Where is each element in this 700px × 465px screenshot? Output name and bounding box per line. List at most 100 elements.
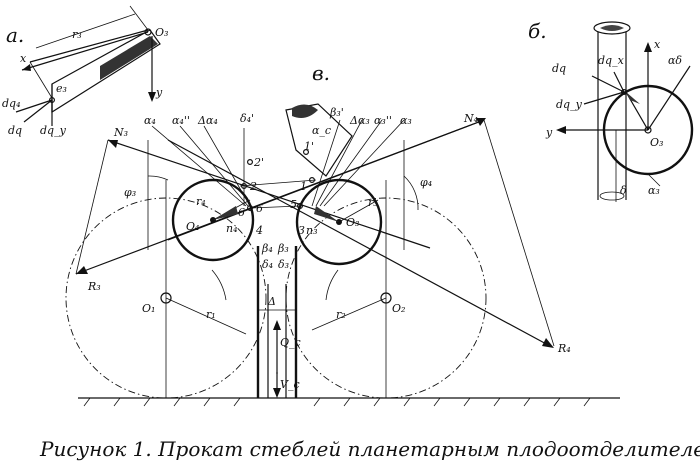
- roller-o4: [171, 178, 255, 262]
- alpha4-label: α₄: [144, 114, 156, 127]
- beta4-label: β₄: [261, 242, 273, 255]
- qc-arrow: [273, 320, 281, 330]
- beta3-label: β₃: [277, 242, 289, 255]
- delta4p-label: δ₄': [240, 112, 254, 125]
- dqx-vector-b: [613, 71, 625, 93]
- point-1prime-label: 1': [304, 140, 314, 153]
- alpha4-ray: [151, 125, 247, 207]
- n3-point-label: n₃: [306, 224, 318, 237]
- y-arrow-b: [556, 126, 566, 134]
- delta-label: Δ: [267, 295, 276, 308]
- r3-dim-line: [35, 13, 136, 49]
- alpha-delta-label: αδ: [668, 54, 682, 67]
- y-label-b: y: [545, 126, 553, 139]
- point-1prime: [303, 149, 310, 156]
- dalpha4-ray: [203, 125, 251, 207]
- phi3-label: φ₃: [124, 186, 136, 199]
- r1-line: [165, 297, 247, 335]
- dalpha4-label: Δα₄: [197, 114, 218, 127]
- dqy-vector-b: [583, 91, 625, 105]
- alpha-delta-ray: [647, 65, 691, 131]
- ground-hatch: [83, 397, 591, 407]
- r3-dim-left: [29, 61, 53, 99]
- o1-rotation-arc: [211, 269, 227, 301]
- subfigure-b-label: б.: [528, 19, 547, 43]
- point-4-label: 4: [255, 224, 263, 237]
- dqx-label-b: dq_x: [598, 54, 625, 67]
- o1-label: O₁: [142, 302, 155, 315]
- beta3p-ray: [311, 119, 341, 207]
- delta4-label: δ₄: [262, 258, 273, 271]
- r2-label: r₂: [336, 308, 346, 321]
- dq4-label: dq₄: [2, 97, 21, 110]
- contact-chord-mid: [249, 205, 301, 209]
- r3-closing-line: [75, 139, 109, 275]
- stalk-head-hatch: [292, 104, 318, 118]
- r3-label-a: r₃: [72, 28, 82, 41]
- x-label-a: x: [20, 52, 27, 65]
- point-5-label: 5: [290, 198, 297, 211]
- phi3-arc: [147, 175, 169, 181]
- n3-arrow: [108, 140, 118, 148]
- subfigure-v: в. O₁ O₂ r₁ r₂ O₄: [65, 61, 620, 407]
- n4-label: N₄: [463, 112, 478, 125]
- dqy-label-b: dq_y: [556, 98, 583, 111]
- delta-label-b: δ: [620, 184, 627, 197]
- beta3p-label: β₃': [329, 106, 344, 119]
- stalk-bottom-ellipse-b: [599, 191, 625, 201]
- alpha-c-label: α_c: [312, 124, 331, 137]
- x-axis-a: [21, 31, 149, 71]
- stalk-top-hatch-b: [600, 25, 624, 31]
- dq-vector-b: [591, 75, 625, 93]
- point-6-label: 6: [256, 202, 263, 215]
- phi4-label: φ₄: [420, 176, 432, 189]
- wedge-o3: [314, 206, 339, 222]
- r4-label: r₄: [196, 195, 206, 208]
- x-arrow-a: [22, 64, 31, 71]
- point-6b-label: 6: [238, 206, 245, 219]
- dalpha3-label: Δα₃: [349, 114, 370, 127]
- point-3-label: 3: [298, 224, 305, 237]
- e3-label: e₃: [56, 82, 67, 95]
- alpha3pp-label: α₃'': [374, 114, 392, 127]
- r4-closing-line: [483, 119, 555, 347]
- y-label-a: y: [155, 86, 163, 99]
- n4-line: [167, 119, 485, 241]
- o2-rotation-arc: [325, 269, 339, 301]
- dalpha3-ray: [315, 119, 363, 207]
- subfigure-a: a. r₃ O₃ x y e₃ dq₄ dq dq_y: [2, 5, 168, 137]
- o2-label: O₂: [392, 302, 405, 315]
- alpha3-label: α₃: [400, 114, 412, 127]
- vc-arrow: [273, 388, 281, 398]
- point-2prime-label: 2': [253, 156, 264, 169]
- stalk-head: [285, 103, 353, 177]
- alpha3-ray: [323, 119, 405, 207]
- x-arrow-b: [644, 42, 652, 52]
- r3-line: [29, 29, 149, 63]
- r3-arrow: [76, 266, 88, 274]
- point-2-label: 2: [249, 180, 257, 193]
- contact-chord-top: [239, 179, 317, 187]
- alpha3-label-b: α₃: [648, 184, 660, 197]
- o3-label-b: O₃: [650, 136, 663, 149]
- n4-point-label: n₄: [226, 222, 238, 235]
- subfigure-a-label: a.: [6, 23, 24, 47]
- r2-line: [311, 297, 387, 331]
- subfigure-b: б. O₃ x y dq dq_x dq_y αδ δ α₃: [528, 19, 694, 202]
- subfigure-v-label: в.: [312, 61, 330, 85]
- angle-sector-b: [626, 92, 640, 104]
- r4-force-line: [167, 139, 551, 347]
- alpha3-leader-b: [647, 173, 661, 187]
- wedge-o4: [213, 206, 238, 220]
- vc-label: V_c: [280, 378, 300, 391]
- dq-label-b: dq: [552, 62, 566, 75]
- stalk-wedge-hatch: [100, 36, 158, 80]
- delta3-label: δ₃: [278, 258, 289, 271]
- dq4-vector: [15, 99, 53, 113]
- alpha4pp-ray: [179, 125, 249, 207]
- n4-arrow: [476, 118, 486, 126]
- r4-arrow: [542, 338, 554, 348]
- r1-label: r₁: [206, 308, 216, 321]
- point-1-label: 1: [300, 180, 307, 193]
